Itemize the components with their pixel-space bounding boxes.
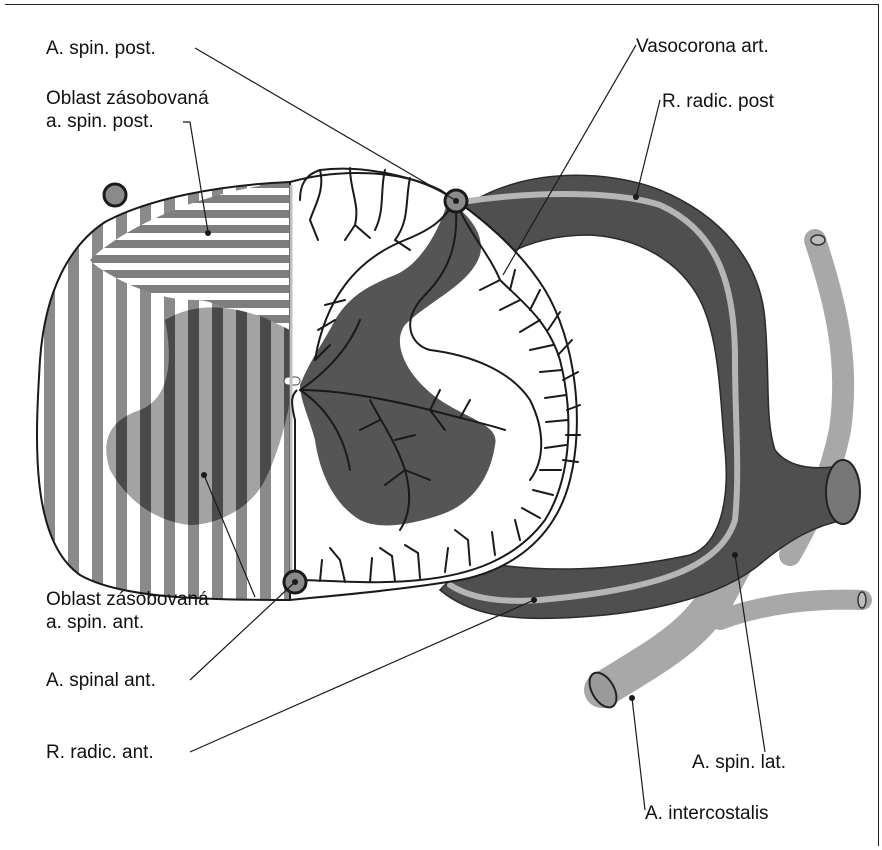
- radicular-arch-end: [826, 460, 860, 524]
- lateral-vessel-lower: [720, 600, 862, 620]
- label-oblast-post-line2: a. spin. post.: [46, 111, 154, 133]
- leader-r-radic-post: [636, 100, 660, 197]
- left-posterior-artery-circle: [104, 184, 126, 206]
- label-a-spin-lat: A. spin. lat.: [692, 752, 786, 774]
- label-oblast-ant-line2: a. spin. ant.: [46, 612, 144, 634]
- label-a-intercostalis: A. intercostalis: [645, 803, 769, 825]
- left-cord-half: [30, 180, 295, 610]
- leader-r-radic-ant: [190, 600, 534, 752]
- a-spin-post-circle: [445, 190, 467, 212]
- label-a-spin-post: A. spin. post.: [46, 38, 156, 60]
- lateral-vessel-upper-end: [811, 235, 825, 245]
- leader-vasocorona: [503, 45, 636, 275]
- label-a-spinal-ant: A. spinal ant.: [46, 670, 156, 692]
- label-oblast-post-line1: Oblast zásobovaná: [46, 88, 209, 110]
- leader-a-spin-lat: [735, 555, 765, 752]
- label-r-radic-ant: R. radic. ant.: [46, 742, 154, 764]
- label-vasocorona: Vasocorona art.: [636, 36, 769, 58]
- lateral-vessel-lower-end: [858, 592, 866, 608]
- label-r-radic-post: R. radic. post: [662, 91, 774, 113]
- leader-a-intercostalis: [632, 698, 645, 810]
- label-oblast-ant-line1: Oblast zásobovaná: [46, 589, 209, 611]
